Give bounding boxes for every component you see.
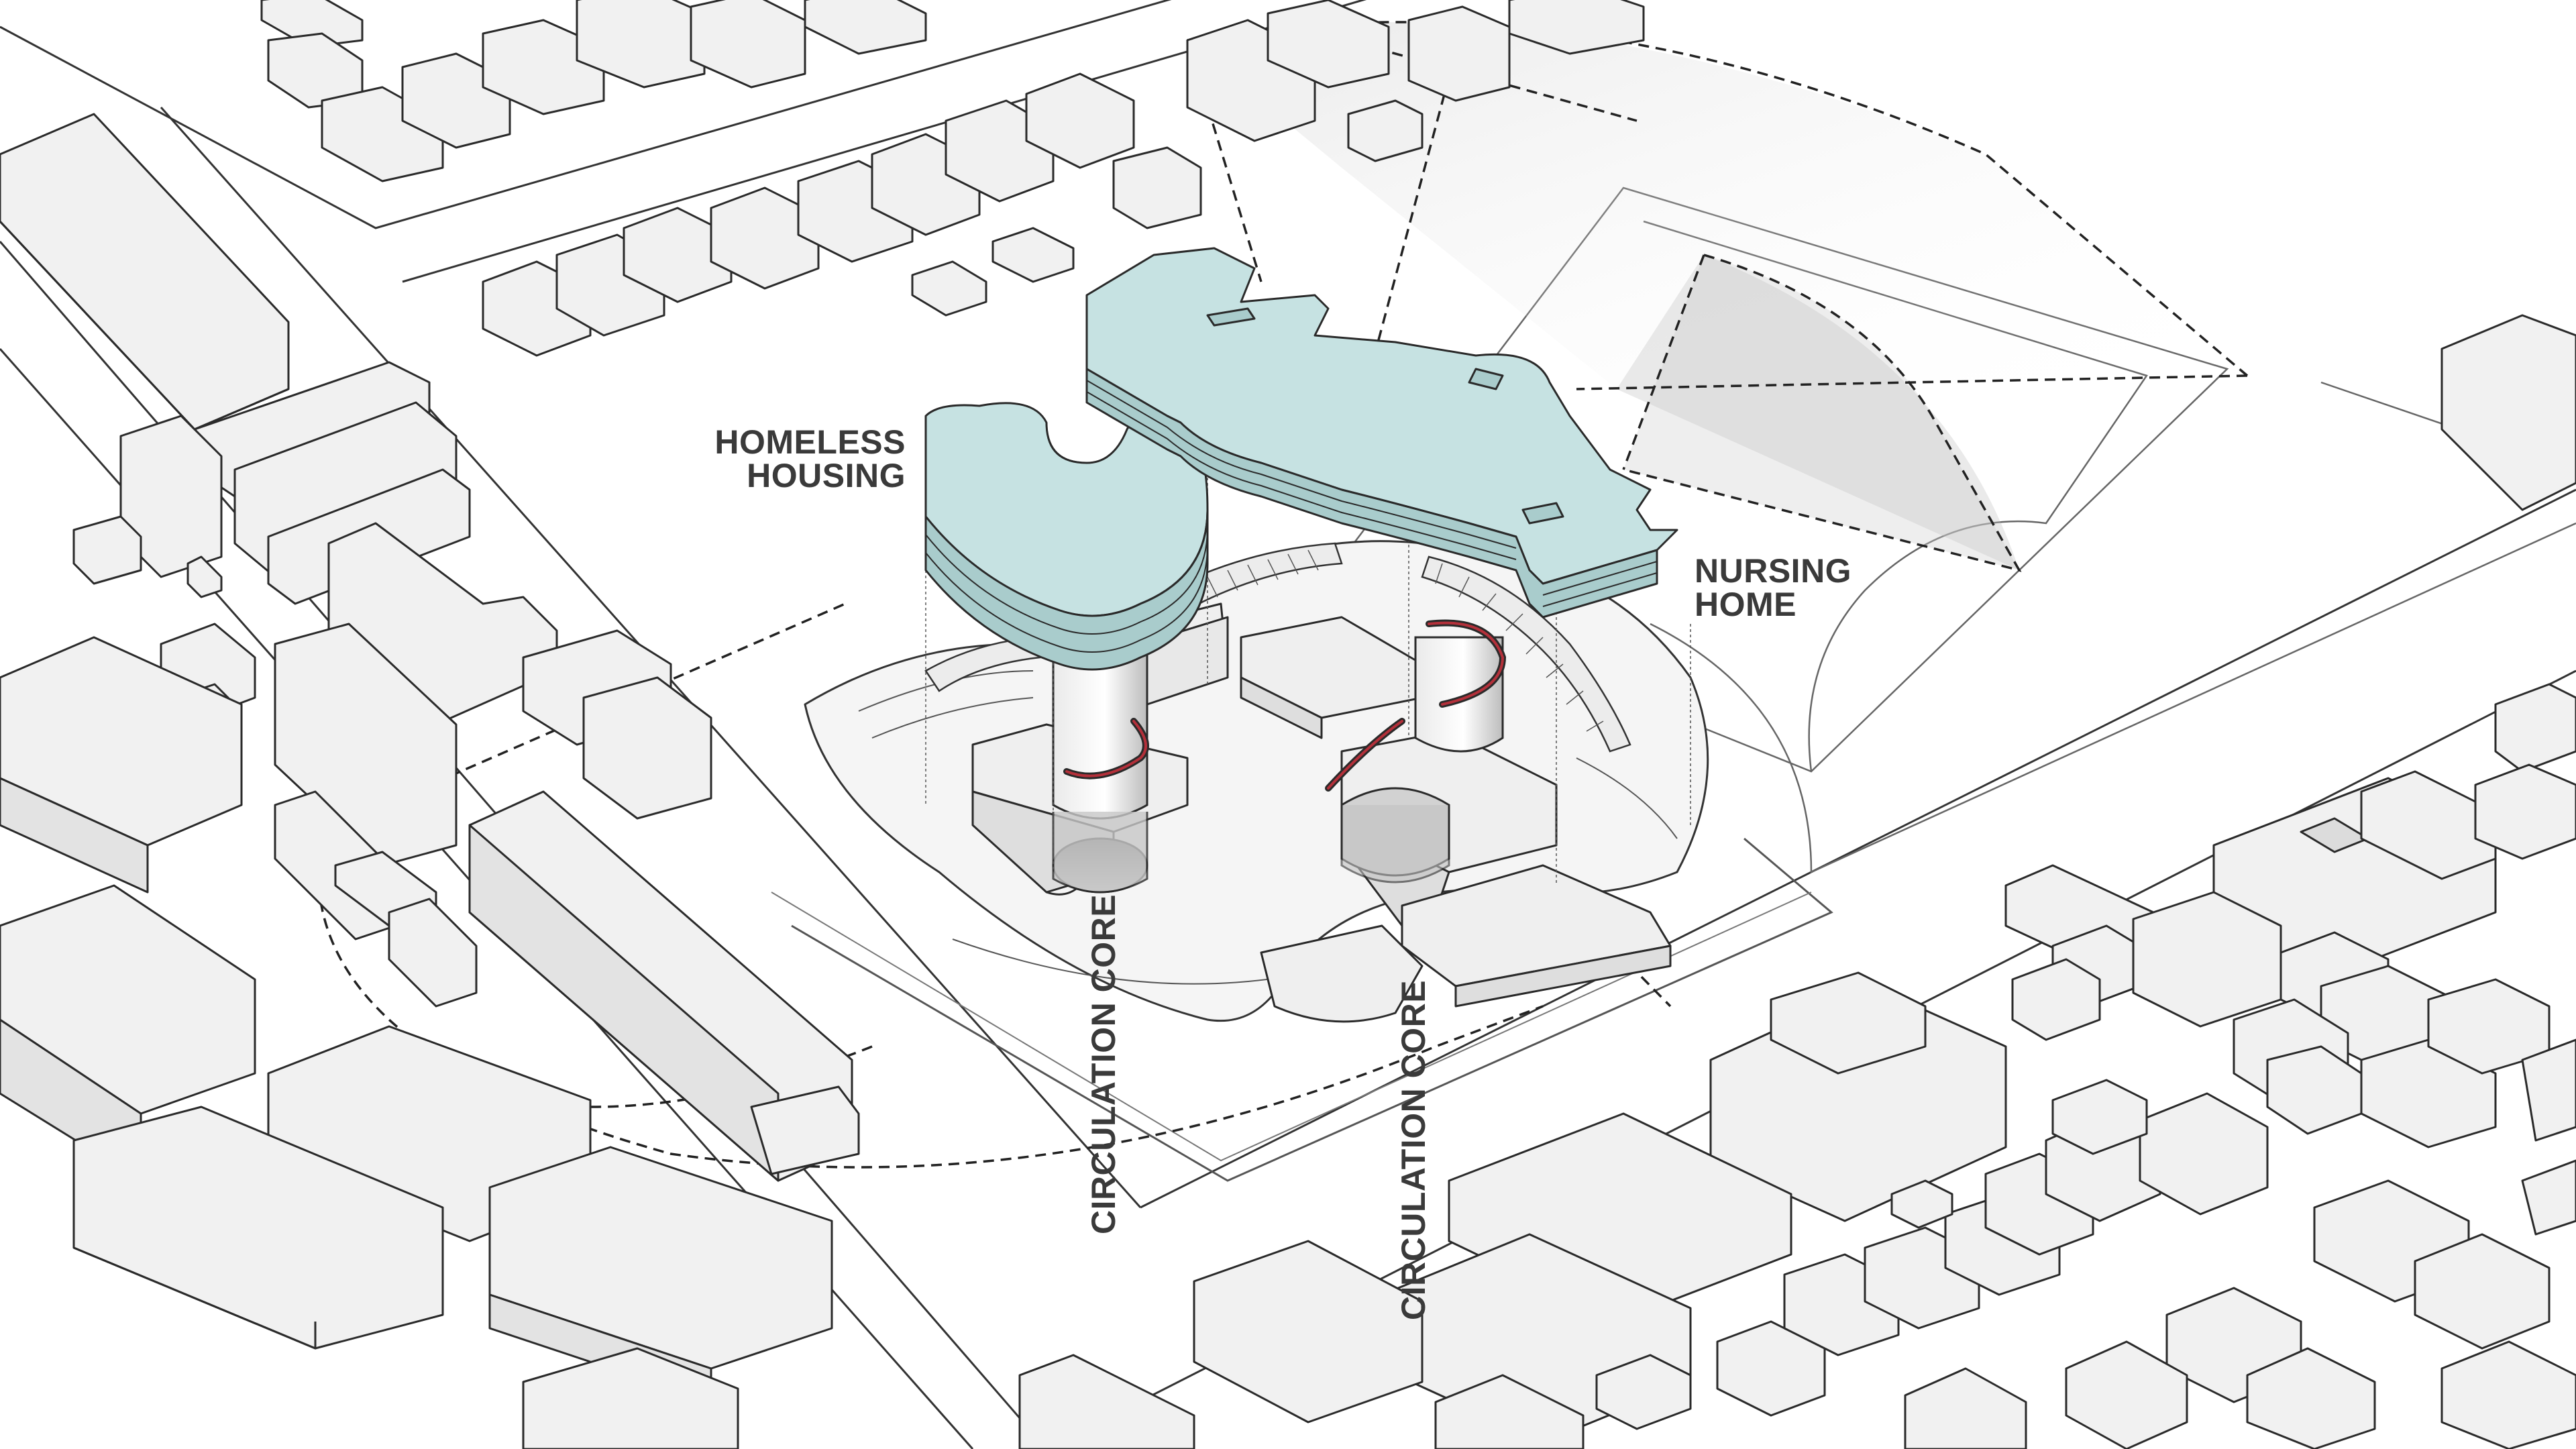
circulation-core-right-drum	[1340, 636, 1504, 883]
context-building	[2521, 1038, 2576, 1142]
context-building	[2266, 1045, 2363, 1135]
context-building	[991, 227, 1075, 283]
context-building	[804, 0, 927, 55]
circulation-core-right-label: CIRCULATION CORE	[1395, 979, 1432, 1320]
context-building	[1347, 99, 1424, 162]
context-building	[2011, 958, 2101, 1041]
context-building	[0, 884, 256, 1115]
context-building	[2051, 1079, 2148, 1155]
context-building	[576, 0, 706, 89]
pavilion	[1260, 924, 1424, 1023]
context-building	[623, 207, 733, 303]
homeless-housing-label-line-1: HOMELESS	[714, 423, 906, 461]
context-building	[260, 0, 364, 48]
context-building	[1018, 1354, 1195, 1449]
sun-study-overlay	[317, 19, 2249, 1169]
context-building	[2521, 1159, 2576, 1236]
context-building	[1508, 0, 1645, 55]
project-site	[804, 429, 1709, 1023]
context-building	[2246, 1347, 2376, 1449]
context-building	[0, 113, 290, 431]
context-building	[1193, 1240, 1424, 1424]
context-building	[2440, 1340, 2576, 1449]
context-building	[2440, 314, 2576, 511]
nursing-home-volume	[1085, 247, 1678, 619]
context-building	[1890, 1179, 1953, 1229]
context-building	[0, 636, 243, 847]
context-building	[482, 19, 605, 115]
context-building	[2065, 1340, 2188, 1449]
nursing-home-label-line-2: HOME	[1695, 586, 1796, 623]
context-building	[72, 515, 142, 585]
context-building	[582, 676, 712, 820]
context-building	[1770, 971, 1927, 1075]
context-building	[750, 1085, 860, 1175]
context-building	[690, 0, 806, 89]
street-edge	[0, 0, 1172, 229]
context-building	[1904, 1367, 2027, 1449]
context-building	[2139, 1092, 2269, 1216]
context-building	[710, 186, 820, 290]
context-building	[186, 555, 223, 598]
nursing-home-label: NURSING HOME	[1695, 554, 1851, 621]
context-building	[1595, 1354, 1692, 1430]
context-building	[2494, 683, 2576, 773]
context-building	[1407, 5, 1511, 102]
context-building	[1434, 1374, 1585, 1449]
context-building	[2360, 770, 2497, 880]
context-building	[522, 1347, 739, 1449]
context-building	[1267, 0, 1390, 89]
nursing-home-label-line-1: NURSING	[1695, 552, 1852, 590]
context-building	[2474, 763, 2576, 860]
context-building	[1112, 146, 1202, 229]
homeless-housing-volume	[924, 402, 1209, 671]
homeless-housing-label-line-2: HOUSING	[747, 457, 906, 494]
context-building	[2414, 1233, 2551, 1350]
circulation-core-left-label: CIRCULATION CORE	[1085, 894, 1122, 1234]
context-building	[1716, 1320, 1826, 1417]
spiral-stairs	[1063, 619, 1507, 792]
context-building	[1025, 72, 1135, 169]
homeless-housing-label: HOMELESS HOUSING	[691, 425, 906, 492]
context-building	[911, 260, 987, 317]
context-building	[388, 898, 478, 1008]
